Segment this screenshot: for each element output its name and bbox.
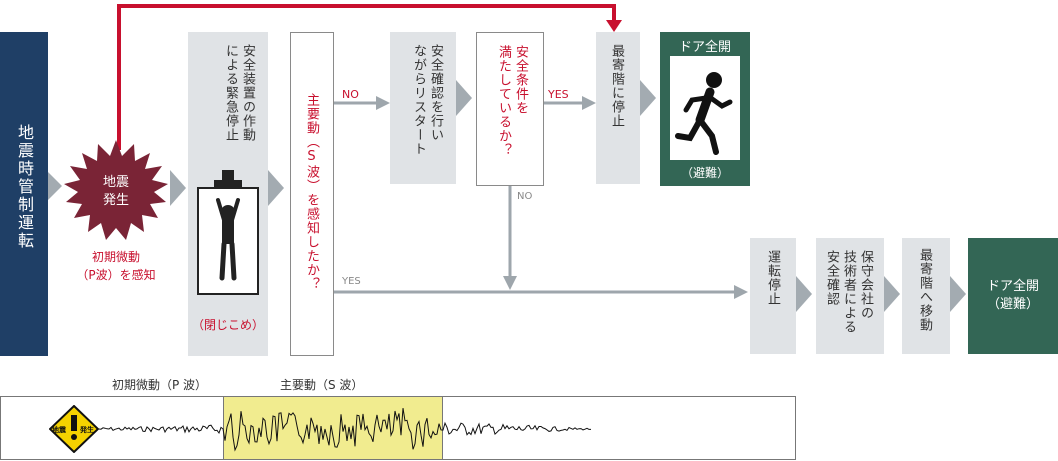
s-wave-highlight: [223, 397, 443, 459]
door-open-box-1: ドア全開 （避難）: [660, 32, 750, 186]
quake-caption: 初期微動 （P波）を感知: [64, 248, 168, 284]
elevator-trapped-icon: [197, 170, 259, 295]
stop-operation-box: 運転停止: [750, 238, 796, 354]
p-wave-label: 初期微動（P 波）: [112, 378, 208, 392]
running-person-icon: [675, 72, 733, 155]
start-box: 地震時管制運転: [0, 32, 48, 356]
label-yes-2: YES: [342, 276, 361, 287]
door-open-2-line1: ドア全開: [986, 279, 1039, 294]
red-loop-line: [117, 4, 616, 150]
door-open-2-line2: （避難）: [986, 297, 1039, 312]
move-nearest-text: 最寄階へ移動: [917, 248, 932, 332]
safety-condition-text: 安全条件を 満たしているか？: [496, 45, 528, 157]
earthquake-warning-sign-icon: [49, 405, 99, 453]
door-open-box-2: ドア全開 （避難）: [968, 238, 1058, 354]
label-no-2: NO: [517, 191, 533, 202]
chevron-arrow: [48, 172, 62, 200]
door-open-title-1: ドア全開: [678, 40, 731, 55]
label-yes: YES: [548, 88, 569, 101]
quake-label: 地震 発生: [64, 174, 168, 210]
quake-label-line1: 地震: [102, 175, 129, 190]
move-nearest-box: 最寄階へ移動: [902, 238, 950, 354]
emergency-stop-text: 安全装置の作動 による緊急停止: [223, 44, 255, 142]
chevron-arrow: [950, 276, 966, 312]
chevron-arrow: [170, 170, 186, 206]
chevron-arrow: [268, 170, 284, 206]
emergency-stop-box: 安全装置の作動 による緊急停止 （閉じこめ）: [188, 32, 268, 356]
quake-starburst-icon: [64, 140, 168, 240]
s-wave-question-box: 主要動（S波）を感知したか？: [290, 32, 334, 356]
maintenance-text: 保守会社の 技術者による 安全確認: [824, 250, 873, 334]
seismic-waveform: [98, 408, 591, 452]
sign-text-1: 地震: [52, 426, 66, 434]
label-no: NO: [342, 88, 359, 101]
stop-nearest-box: 最寄階に停止: [596, 32, 640, 184]
restart-box: 安全確認を行い ながらリスタート: [390, 32, 456, 184]
doorway: [670, 56, 740, 160]
maintenance-box: 保守会社の 技術者による 安全確認: [816, 238, 884, 354]
s-wave-question-text: 主要動（S波）を感知したか？: [304, 93, 319, 291]
waveform-panel: 地震 発生: [0, 396, 796, 460]
emergency-caption: （閉じこめ）: [191, 318, 264, 332]
start-label: 地震時管制運転: [15, 124, 34, 250]
red-loop-arrowhead: [606, 20, 622, 32]
no-down-arrowhead: [503, 276, 517, 290]
chevron-arrow: [640, 80, 656, 116]
chevron-arrow: [884, 276, 900, 312]
door-open-text-2: ドア全開 （避難）: [987, 278, 1039, 314]
s-wave-label: 主要動（S 波）: [280, 378, 364, 392]
safety-condition-box: 安全条件を 満たしているか？: [476, 32, 544, 186]
quake-label-line2: 発生: [102, 193, 129, 208]
quake-caption-line2: （P波）を感知: [76, 268, 156, 282]
quake-caption-line1: 初期微動: [91, 250, 140, 264]
door-open-caption-1: （避難）: [680, 166, 729, 180]
stop-operation-text: 運転停止: [765, 250, 780, 306]
chevron-arrow: [456, 80, 472, 116]
restart-text: 安全確認を行い ながらリスタート: [411, 44, 443, 156]
sign-text-2: 発生: [80, 426, 94, 434]
chevron-arrow: [796, 276, 812, 312]
no-arrowhead: [376, 96, 390, 110]
stop-nearest-text: 最寄階に停止: [609, 44, 624, 128]
yes-main-arrowhead: [734, 285, 748, 299]
yes-arrowhead: [582, 96, 596, 110]
